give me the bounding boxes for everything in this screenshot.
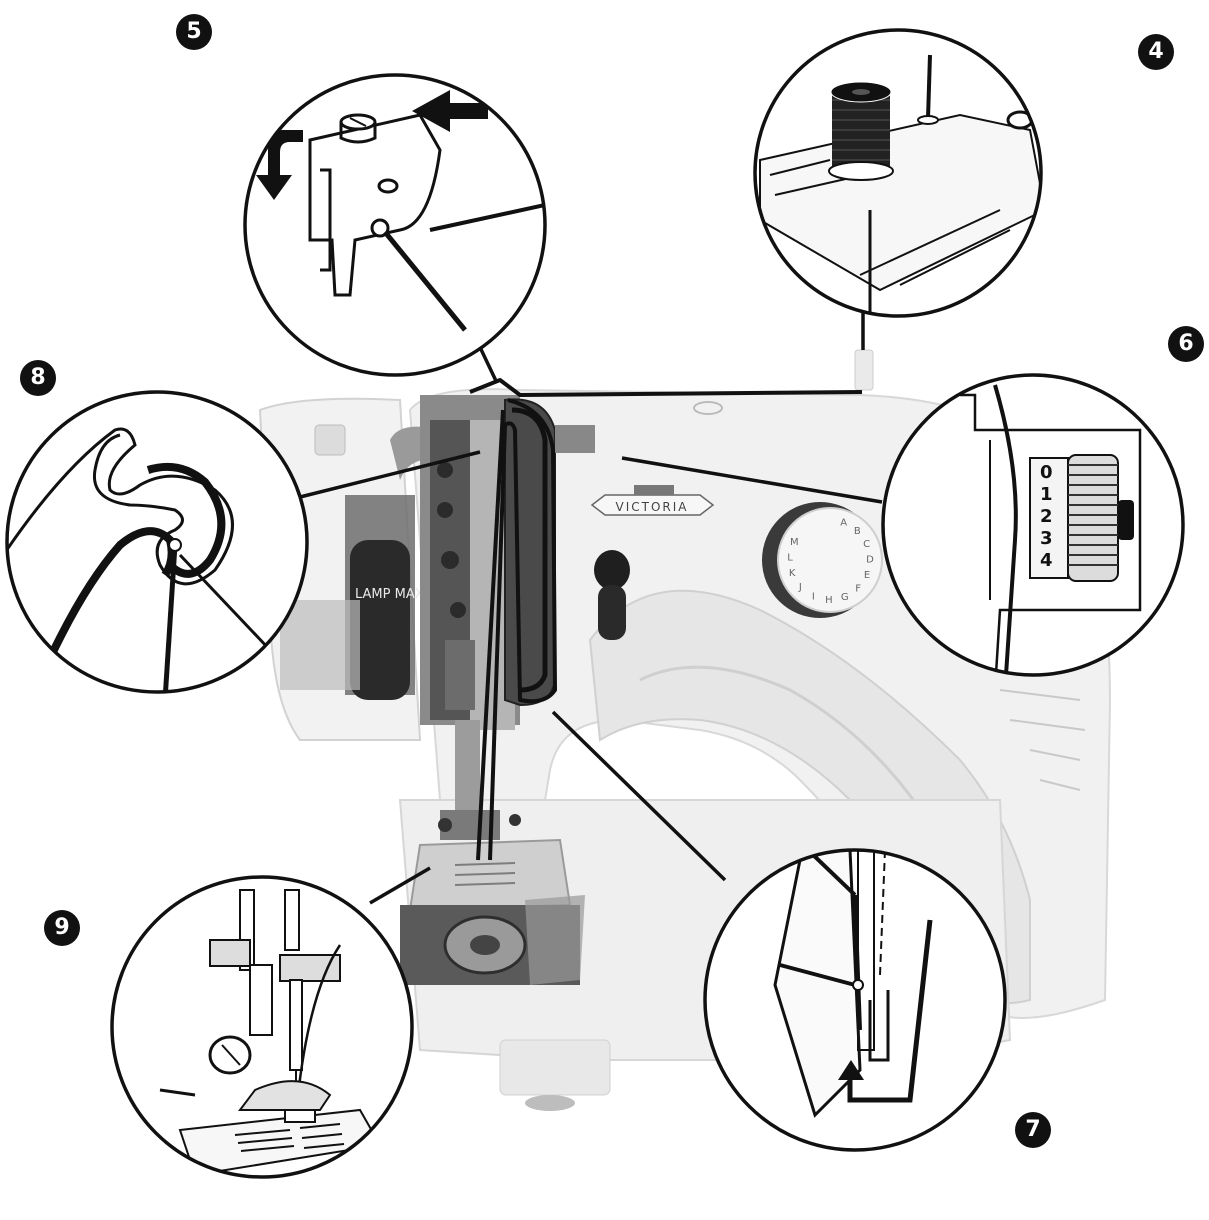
dial-letter: K [789,568,796,579]
step-6-badge: 6 [1168,326,1204,362]
connector-lines [299,312,883,905]
tension-number: 0 [1040,462,1053,483]
dial-letter: I [812,591,815,602]
dial-letter: J [798,582,802,593]
inset-step-7-thread-guide-lower [703,848,1007,1152]
inset-step-4-spool-pin [753,28,1043,318]
dial-letter: G [841,592,849,603]
tension-number: 3 [1040,528,1053,549]
tension-number: 2 [1040,506,1053,527]
dial-letter: H [825,595,833,606]
dial-letter: M [790,537,799,548]
dial-letter: F [855,584,861,595]
tension-number: 1 [1040,484,1053,505]
step-8-badge: 8 [20,360,56,396]
inset-step-9-needle [110,875,414,1179]
dial-letter: A [840,517,847,528]
thread-path [469,378,863,861]
dial-letter: C [863,539,870,550]
dial-letter: D [866,555,874,566]
lamp-label: LAMP MAX [355,587,424,602]
step-4-badge: 4 [1138,34,1174,70]
brand-label: VICTORIA [616,500,689,514]
step-7-badge: 7 [1015,1112,1051,1148]
inset-step-5-thread-guide [243,73,547,377]
inset-step-8-take-up-lever [5,390,309,694]
tension-number: 4 [1040,550,1053,571]
dial-letter: L [787,552,793,563]
dial-letter: B [854,526,861,537]
step-9-badge: 9 [44,910,80,946]
victoria-logo: VICTORIA [590,485,715,516]
step-5-badge: 5 [176,14,212,50]
dial-letter: E [864,570,870,581]
reverse-lever [594,550,630,640]
